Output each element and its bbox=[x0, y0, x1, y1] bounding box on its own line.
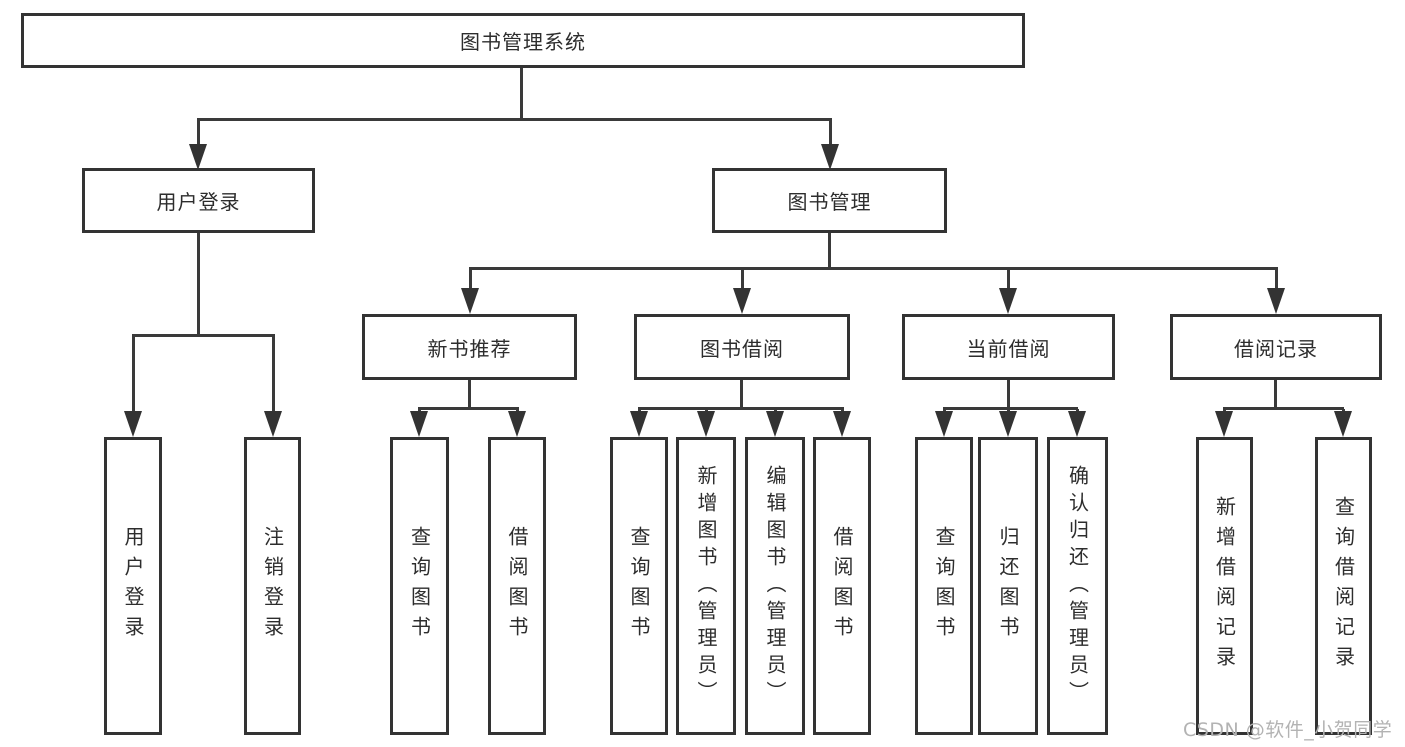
connector-root-stem bbox=[520, 68, 523, 119]
connector-level2-rail bbox=[197, 118, 832, 121]
node-new-book-recommend-label: 新书推荐 bbox=[427, 336, 512, 361]
arrow-to-leaf-return-books bbox=[999, 409, 1017, 437]
connector-new-book-recommend-rail bbox=[418, 407, 519, 410]
node-borrow-record: 借阅记录 bbox=[1170, 314, 1382, 380]
arrow-to-leaf-logout bbox=[264, 336, 282, 437]
connector-borrow-record-rail bbox=[1223, 407, 1344, 410]
leaf-add-borrow-record-label: 新增借阅记录 bbox=[1212, 496, 1237, 676]
arrow-to-borrow-record bbox=[1267, 269, 1285, 314]
connector-book-borrow-rail bbox=[638, 407, 844, 410]
arrow-to-leaf-confirm-return bbox=[1068, 409, 1086, 437]
leaf-add-books-admin-label: 新增图书（管理员） bbox=[694, 464, 718, 708]
leaf-query-books-3: 查询图书 bbox=[915, 437, 973, 735]
connector-current-borrow-rail bbox=[943, 407, 1078, 410]
node-library-management-system: 图书管理系统 bbox=[21, 13, 1025, 68]
leaf-borrow-books-2: 借阅图书 bbox=[813, 437, 871, 735]
csdn-watermark: CSDN @软件_小贺同学 bbox=[1183, 719, 1393, 741]
arrow-to-leaf-add-borrow-record bbox=[1215, 409, 1233, 437]
leaf-borrow-books-1: 借阅图书 bbox=[488, 437, 546, 735]
node-user-login: 用户登录 bbox=[82, 168, 315, 233]
arrow-to-leaf-query-borrow-record bbox=[1334, 409, 1352, 437]
leaf-borrow-books-1-label: 借阅图书 bbox=[505, 526, 529, 646]
connector-user-login-rail bbox=[132, 334, 275, 337]
leaf-borrow-books-2-label: 借阅图书 bbox=[830, 526, 854, 646]
arrow-to-leaf-user-login bbox=[124, 336, 142, 437]
leaf-edit-books-admin: 编辑图书（管理员） bbox=[745, 437, 805, 735]
arrow-to-leaf-edit-books bbox=[766, 409, 784, 437]
leaf-query-borrow-record: 查询借阅记录 bbox=[1315, 437, 1372, 735]
arrow-to-leaf-borrow-books-2 bbox=[833, 409, 851, 437]
connector-new-book-recommend-stem bbox=[468, 380, 471, 409]
leaf-confirm-return-admin: 确认归还（管理员） bbox=[1047, 437, 1108, 735]
connector-borrow-record-stem bbox=[1274, 380, 1277, 409]
arrow-to-book-borrow bbox=[733, 269, 751, 314]
node-user-login-label: 用户登录 bbox=[156, 190, 241, 214]
connector-user-login-stem bbox=[197, 233, 200, 336]
leaf-add-borrow-record: 新增借阅记录 bbox=[1196, 437, 1253, 735]
leaf-query-books-2: 查询图书 bbox=[610, 437, 668, 735]
arrow-to-book-management bbox=[821, 120, 839, 170]
node-current-borrow-label: 当前借阅 bbox=[966, 336, 1051, 361]
connector-level3-rail bbox=[469, 267, 1278, 270]
leaf-user-login: 用户登录 bbox=[104, 437, 162, 735]
node-book-management-label: 图书管理 bbox=[787, 190, 872, 214]
node-root-label: 图书管理系统 bbox=[460, 30, 586, 54]
leaf-add-books-admin: 新增图书（管理员） bbox=[676, 437, 736, 735]
node-current-borrow: 当前借阅 bbox=[902, 314, 1115, 380]
leaf-confirm-return-admin-label: 确认归还（管理员） bbox=[1065, 464, 1090, 708]
leaf-return-books-label: 归还图书 bbox=[996, 526, 1020, 646]
arrow-to-leaf-add-books bbox=[697, 409, 715, 437]
leaf-logout: 注销登录 bbox=[244, 437, 301, 735]
leaf-logout-label: 注销登录 bbox=[260, 526, 285, 646]
leaf-query-books-1-label: 查询图书 bbox=[407, 526, 432, 646]
leaf-return-books: 归还图书 bbox=[978, 437, 1038, 735]
connector-current-borrow-stem bbox=[1007, 380, 1010, 409]
leaf-user-login-label: 用户登录 bbox=[121, 526, 145, 646]
arrow-to-leaf-query-books-2 bbox=[630, 409, 648, 437]
leaf-query-books-1: 查询图书 bbox=[390, 437, 449, 735]
node-book-borrow: 图书借阅 bbox=[634, 314, 850, 380]
leaf-edit-books-admin-label: 编辑图书（管理员） bbox=[763, 464, 787, 708]
arrow-to-current-borrow bbox=[999, 269, 1017, 314]
arrow-to-new-book-recommend bbox=[461, 269, 479, 314]
leaf-query-books-3-label: 查询图书 bbox=[932, 526, 956, 646]
connector-book-borrow-stem bbox=[740, 380, 743, 409]
leaf-query-borrow-record-label: 查询借阅记录 bbox=[1331, 496, 1356, 676]
arrow-to-user-login bbox=[189, 120, 207, 170]
node-book-borrow-label: 图书借阅 bbox=[700, 336, 784, 361]
node-new-book-recommend: 新书推荐 bbox=[362, 314, 577, 380]
arrow-to-leaf-query-books-1 bbox=[410, 409, 428, 437]
connector-book-management-stem bbox=[828, 233, 831, 269]
node-book-management: 图书管理 bbox=[712, 168, 947, 233]
node-borrow-record-label: 借阅记录 bbox=[1234, 336, 1318, 361]
leaf-query-books-2-label: 查询图书 bbox=[627, 526, 651, 646]
arrow-to-leaf-borrow-books-1 bbox=[508, 409, 526, 437]
arrow-to-leaf-query-books-3 bbox=[935, 409, 953, 437]
